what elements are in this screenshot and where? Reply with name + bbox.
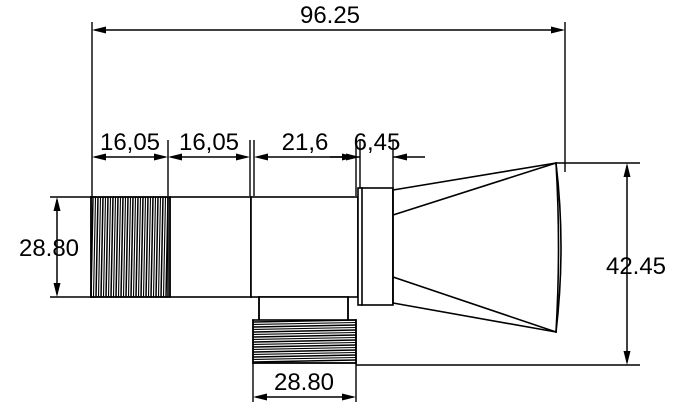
arrowhead-left [92, 26, 106, 34]
arrowhead-left [254, 153, 268, 161]
left-threaded-section [90, 196, 171, 298]
mid-body-rect [169, 196, 252, 298]
dimension-segment-4: 6,45 [330, 129, 425, 161]
branch-stem [258, 296, 349, 322]
arrowhead-left [346, 153, 360, 161]
segment-extension-lines [167, 140, 394, 196]
arrowhead-top [623, 163, 631, 177]
dimension-label-branch-diameter: 28.80 [274, 369, 334, 396]
cone-lower-taper-line [391, 275, 558, 334]
center-body-rect [250, 196, 359, 298]
collar-section [357, 187, 394, 306]
arrowhead-left [168, 153, 182, 161]
arrowhead-right [551, 26, 565, 34]
arrowhead-bottom [53, 283, 61, 297]
dimension-overall-length: 96.25 [91, 2, 566, 200]
branch-threaded-section [252, 319, 357, 364]
arrowhead-bottom [623, 351, 631, 365]
center-body-section [250, 196, 359, 298]
arrowhead-left [92, 153, 106, 161]
branch-stem-rect [258, 296, 349, 322]
dimension-branch-diameter: 28.80 [252, 363, 357, 402]
arrowhead-right [393, 153, 407, 161]
cone-front-face-edge [555, 162, 560, 333]
arrowhead-right [154, 153, 168, 161]
dimension-segment-2: 16,05 [168, 129, 250, 161]
dimension-label-cone-diameter: 42.45 [606, 253, 666, 280]
dimension-label-segment-3: 21,6 [282, 129, 329, 156]
conical-nozzle [391, 161, 562, 334]
dimension-label-segment-2: 16,05 [179, 129, 239, 156]
arrowhead-right [236, 153, 250, 161]
dimension-segment-1: 16,05 [92, 129, 168, 161]
arrowhead-top [53, 197, 61, 211]
dimension-label-overall-length: 96.25 [300, 2, 360, 29]
cone-upper-taper-line [391, 161, 558, 217]
dimension-cone-diameter: 42.45 [356, 162, 666, 366]
arrowhead-left [253, 393, 267, 401]
dimension-label-segment-4: 6,45 [354, 129, 401, 156]
arrowhead-right [342, 393, 356, 401]
dimension-label-segment-1: 16,05 [100, 129, 160, 156]
dimension-label-inlet-diameter: 28.80 [19, 235, 79, 262]
dimension-segment-3: 21,6 [254, 129, 356, 161]
dimension-inlet-diameter: 28.80 [19, 196, 95, 298]
collar-rect [357, 187, 394, 306]
mid-body-section [169, 196, 252, 298]
